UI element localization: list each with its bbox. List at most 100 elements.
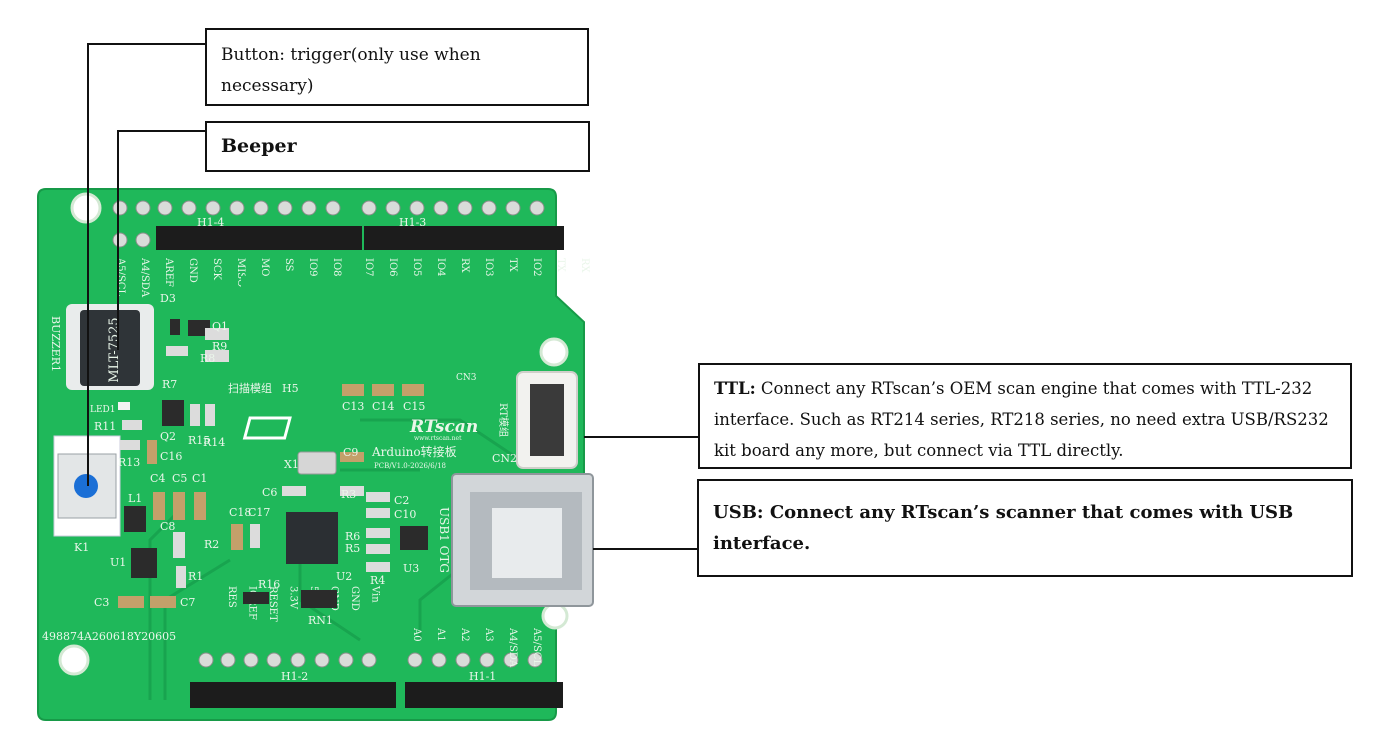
component-ref: U2 bbox=[336, 570, 352, 583]
component-ref: C6 bbox=[262, 486, 277, 499]
usb-label: USB1 OTG bbox=[437, 507, 451, 573]
component-ref: R5 bbox=[345, 542, 360, 555]
k1-label: K1 bbox=[74, 541, 89, 554]
pcb-version: PCB/V1.0-2026/6/18 bbox=[374, 462, 446, 470]
cn2-label: CN2 bbox=[492, 452, 517, 465]
pin-label: Vin bbox=[370, 585, 381, 603]
component-ref: R4 bbox=[370, 574, 385, 587]
h5-label: H5 bbox=[282, 382, 299, 395]
pin-label: RESET bbox=[267, 586, 278, 622]
buzzer-part: MLT-7525 bbox=[107, 317, 122, 382]
header-top-left-label: H1-4 bbox=[197, 216, 224, 229]
buzzer-label: BUZZER1 bbox=[49, 316, 62, 372]
component-ref: C9 bbox=[343, 446, 358, 459]
board-subtitle: Arduino转接板 bbox=[371, 444, 457, 459]
component-ref: C13 bbox=[342, 400, 364, 413]
component-ref: C10 bbox=[394, 508, 416, 521]
header-top-right bbox=[364, 226, 564, 250]
component-ref: R7 bbox=[162, 378, 177, 391]
component-ref: R1 bbox=[188, 570, 203, 583]
pin-label: SCK bbox=[211, 258, 222, 281]
component-ref: Q1 bbox=[212, 320, 228, 333]
pin-label: TX bbox=[555, 258, 566, 273]
header-top-left bbox=[156, 226, 362, 250]
header-bottom-left bbox=[190, 682, 396, 708]
pin-label: RX bbox=[459, 258, 470, 274]
callout-button: Button: trigger(only use when necessary) bbox=[205, 28, 589, 106]
callout-ttl-body: TTL: Connect any RTscan’s OEM scan engin… bbox=[714, 373, 1336, 466]
rtscan-logo: RTscan www.rtscan.net Arduino转接板 PCB/V1.… bbox=[242, 416, 478, 470]
pin-label: MOSI bbox=[259, 258, 270, 287]
pin-label: A5/SCL bbox=[531, 627, 542, 666]
pin-label: IO7 bbox=[363, 258, 374, 277]
callout-ttl: TTL: Connect any RTscan’s OEM scan engin… bbox=[698, 363, 1352, 469]
component-ref: C14 bbox=[372, 400, 394, 413]
component-ref: R15 bbox=[188, 434, 210, 447]
pin-label: IO8 bbox=[331, 258, 342, 277]
component-ref: C8 bbox=[160, 520, 175, 533]
pin-label: RX bbox=[579, 258, 590, 274]
leader-beeper bbox=[117, 130, 205, 350]
pcb-traces bbox=[148, 418, 521, 700]
pin-label: SS bbox=[283, 258, 294, 272]
component-ref: RN1 bbox=[308, 614, 333, 627]
led bbox=[118, 402, 130, 410]
component-ref: C1 bbox=[192, 472, 207, 485]
pin-label: A1 bbox=[435, 627, 446, 642]
mounting-hole bbox=[539, 337, 569, 367]
pin-label: A2 bbox=[459, 627, 470, 642]
cn3-label: CN3 bbox=[456, 373, 477, 383]
scan-module-label: 扫描模组 bbox=[228, 381, 272, 395]
component-ref: R3 bbox=[341, 488, 356, 501]
pin-label: IO9 bbox=[307, 258, 318, 277]
component-ref: C4 bbox=[150, 472, 165, 485]
component-ref: R11 bbox=[94, 420, 116, 433]
mounting-hole bbox=[541, 602, 569, 630]
component-ref: Q2 bbox=[160, 430, 176, 443]
mounting-hole bbox=[58, 644, 90, 676]
component-ref: U3 bbox=[403, 562, 419, 575]
component-ref: R13 bbox=[118, 456, 140, 469]
component-ref: C5 bbox=[172, 472, 187, 485]
top-pin-labels-left: A5/SCL A4/SDA AREF GND SCK MISO MOSI SS IO9 IO8 bbox=[115, 257, 342, 298]
component-ref: C2 bbox=[394, 494, 409, 507]
component-ref: R8 bbox=[200, 352, 215, 365]
callout-button-text: Button: trigger(only use when necessary) bbox=[221, 45, 481, 96]
header-bottom-right bbox=[405, 682, 563, 708]
callout-usb-label: USB: bbox=[713, 502, 764, 523]
callout-usb-body: USB: Connect any RTscan’s scanner that c… bbox=[713, 497, 1337, 559]
trigger-button[interactable] bbox=[74, 474, 98, 498]
component-ref: R6 bbox=[345, 530, 360, 543]
pin-label: IO4 bbox=[435, 258, 446, 277]
component-ref: R14 bbox=[203, 436, 225, 449]
component-ref: L1 bbox=[128, 492, 142, 505]
led-label: LED1 bbox=[90, 405, 116, 415]
component-ref: R2 bbox=[204, 538, 219, 551]
pin-label: A0 bbox=[411, 627, 422, 642]
callout-ttl-label: TTL: bbox=[714, 379, 756, 398]
callout-beeper: Beeper bbox=[205, 121, 590, 172]
pin-label: A5/SCL bbox=[115, 257, 126, 296]
leader-lines bbox=[87, 43, 698, 550]
component-ref: C18 bbox=[229, 506, 251, 519]
pin-label: GND bbox=[187, 258, 198, 283]
pin-label: A4/SDA bbox=[139, 257, 150, 298]
callout-usb-text: Connect any RTscan’s scanner that comes … bbox=[713, 502, 1294, 554]
serial-number: 498874A260618Y20605 bbox=[42, 630, 176, 643]
callout-usb: USB: Connect any RTscan’s scanner that c… bbox=[697, 479, 1353, 577]
pin-label: IO6 bbox=[387, 258, 398, 277]
pin-label: A3 bbox=[483, 627, 494, 642]
brand-website: www.rtscan.net bbox=[414, 435, 462, 442]
pin-label: MISO bbox=[235, 258, 246, 287]
header-top-right-label: H1-3 bbox=[399, 216, 426, 229]
component-ref: X1 bbox=[284, 458, 299, 471]
component-ref: D3 bbox=[160, 292, 176, 305]
usb-port-tongue bbox=[492, 508, 562, 578]
component-ref: C7 bbox=[180, 596, 195, 609]
pin-label: AREF bbox=[163, 257, 174, 287]
bottom-pads bbox=[198, 652, 543, 668]
